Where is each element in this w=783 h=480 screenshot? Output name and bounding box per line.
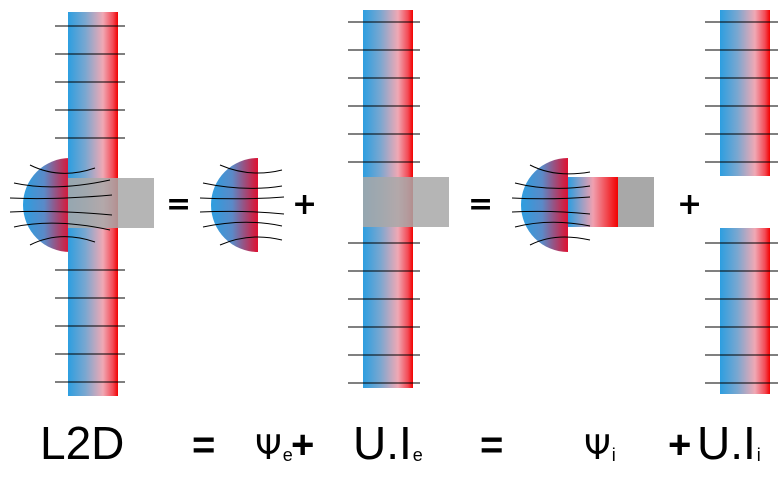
split-bar-bottom [720, 228, 770, 394]
grey-block-1 [68, 178, 154, 228]
u-i-text: U.I [697, 417, 756, 469]
formula-plus-1: + [291, 423, 315, 467]
plus-operator-2: + [677, 187, 702, 222]
decomposition-diagram: = + = [9, 10, 778, 396]
decomposition-formula: L2D = Ψe + U.Ie = Ψi + U.Ii [0, 408, 783, 471]
psi-e-subscript: e [282, 445, 293, 465]
external-cap [199, 158, 285, 252]
u-e-text: U.I [353, 417, 412, 469]
psi-i-subscript: i [611, 445, 616, 465]
internal-cap [511, 158, 654, 252]
formula-plus-2: + [668, 423, 692, 467]
psi-e-symbol: Ψ [255, 428, 282, 468]
cap-4 [521, 158, 568, 252]
field-lines-2 [199, 164, 285, 246]
u-i-subscript: i [756, 445, 761, 465]
formula-u-e: U.Ie [353, 418, 423, 480]
u-e-subscript: e [412, 445, 423, 465]
bar-with-block [348, 10, 449, 388]
stub-bar-4 [568, 177, 618, 227]
split-bar [705, 10, 778, 394]
ticks-3 [348, 21, 420, 384]
formula-equals-2: = [480, 423, 504, 467]
formula-psi-i: Ψi [584, 418, 616, 480]
cap-2 [211, 158, 258, 252]
full-configuration [9, 12, 154, 396]
grey-block-3 [363, 177, 449, 227]
formula-psi-e: Ψe [255, 418, 293, 480]
ticks-1 [55, 25, 125, 383]
equals-operator-1: = [166, 187, 191, 222]
cap-1 [23, 158, 70, 252]
field-lines-1 [9, 164, 113, 246]
split-bar-top [720, 10, 770, 176]
ticks-5 [705, 21, 778, 384]
formula-equals-1: = [192, 423, 216, 467]
plus-operator-1: + [292, 187, 317, 222]
equals-operator-2: = [468, 187, 493, 222]
formula-lhs: L2D [40, 417, 125, 469]
psi-i-symbol: Ψ [584, 428, 611, 468]
field-lines-4 [511, 164, 591, 246]
formula-u-i: U.Ii [697, 418, 761, 480]
